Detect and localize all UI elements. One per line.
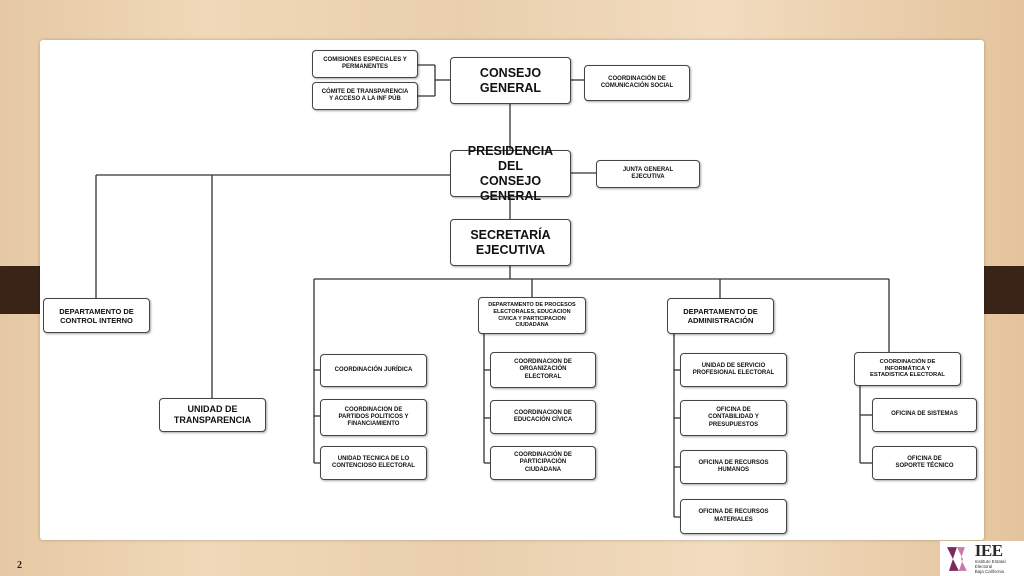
box-coord-informatica: COORDINACIÓN DE INFORMÁTICA Y ESTADISTIC…: [854, 352, 961, 386]
box-oficina-rm: OFICINA DE RECURSOS MATERIALES: [680, 499, 787, 534]
box-consejo-general: CONSEJO GENERAL: [450, 57, 571, 104]
box-coord-organizacion: COORDINACION DE ORGANIZACIÓN ELECTORAL: [490, 352, 596, 388]
box-unidad-contencioso: UNIDAD TECNICA DE LO CONTENCIOSO ELECTOR…: [320, 446, 427, 480]
box-coord-comunicacion: COORDINACIÓN DE COMUNICACIÓN SOCIAL: [584, 65, 690, 101]
box-coord-partidos: COORDINACION DE PARTIDOS POLITICOS Y FIN…: [320, 399, 427, 436]
box-comite-transparencia: CÓMITE DE TRANSPARENCIA Y ACCESO A LA IN…: [312, 82, 418, 110]
box-depto-control-interno: DEPARTAMENTO DE CONTROL INTERNO: [43, 298, 150, 333]
background-band-right: [984, 266, 1024, 314]
logo-name: IEE: [974, 541, 1003, 560]
box-secretaria: SECRETARÍA EJECUTIVA: [450, 219, 571, 266]
box-unidad-transparencia: UNIDAD DE TRANSPARENCIA: [159, 398, 266, 432]
box-coord-participacion: COORDINACIÓN DE PARTICIPACIÓN CIUDADANA: [490, 446, 596, 480]
box-coord-educacion: COORDINACION DE EDUCACIÓN CÍVICA: [490, 400, 596, 434]
box-oficina-contabilidad: OFICINA DE CONTABILIDAD Y PRESUPUESTOS: [680, 400, 787, 436]
background-band-left: [0, 266, 40, 314]
box-oficina-soporte: OFICINA DE SOPORTE TÉCNICO: [872, 446, 977, 480]
iee-logo-icon: [946, 546, 967, 571]
box-comisiones: COMISIONES ESPECIALES Y PERMANENTES: [312, 50, 418, 78]
page-number: 2: [17, 560, 22, 571]
box-oficina-rh: OFICINA DE RECURSOS HUMANOS: [680, 450, 787, 484]
box-coord-juridica: COORDINACIÓN JURÍDICA: [320, 354, 427, 387]
box-oficina-sistemas: OFICINA DE SISTEMAS: [872, 398, 977, 432]
logo-subtitle: Instituto Estatal Electoral Baja Califor…: [974, 559, 1006, 574]
box-depto-administracion: DEPARTAMENTO DE ADMINISTRACIÓN: [667, 298, 774, 334]
box-presidencia: PRESIDENCIA DEL CONSEJO GENERAL: [450, 144, 571, 203]
box-junta-general: JUNTA GENERAL EJECUTIVA: [596, 160, 700, 188]
box-unidad-servicio: UNIDAD DE SERVICIO PROFESIONAL ELECTORAL: [680, 353, 787, 387]
box-depto-procesos: DEPARTAMENTO DE PROCESOS ELECTORALES, ED…: [478, 297, 586, 334]
iee-logo: IEE Instituto Estatal Electoral Baja Cal…: [940, 541, 1024, 576]
